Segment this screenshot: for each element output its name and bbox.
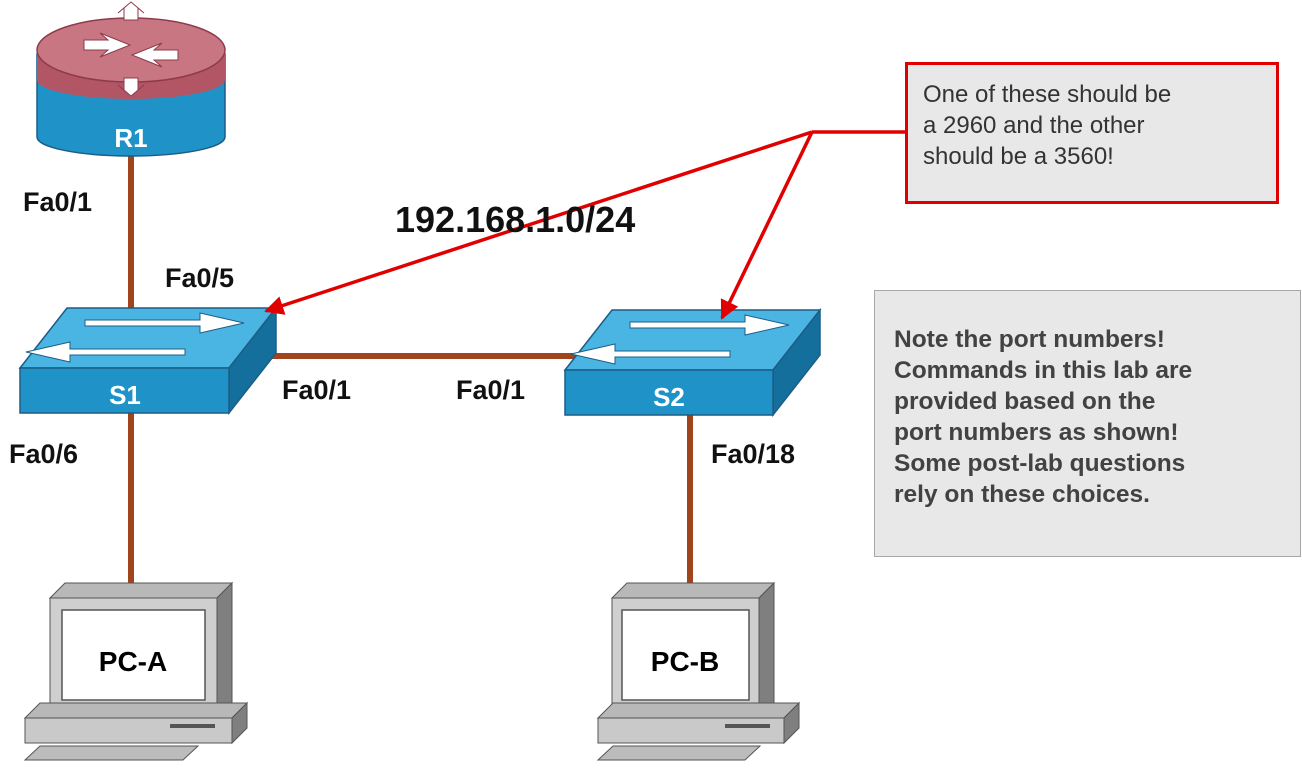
s1-label: S1 — [109, 380, 141, 410]
switch-icon — [563, 307, 822, 418]
callout-note-line: One of these should be — [923, 81, 1172, 108]
callout-note-line: a 2960 and the other — [923, 112, 1145, 139]
switch-icon — [18, 305, 278, 416]
pc-b-label: PC-B — [651, 646, 719, 677]
port-label-s2-fa018: Fa0/18 — [711, 439, 795, 469]
router-icon — [36, 1, 226, 157]
port-label-s1-fa01: Fa0/1 — [282, 375, 351, 405]
s2-label: S2 — [653, 382, 685, 412]
port-labels: Fa0/1 Fa0/5 Fa0/1 Fa0/1 Fa0/6 Fa0/18 — [9, 187, 795, 469]
port-numbers-note: Note the port numbers! Commands in this … — [874, 290, 1301, 557]
port-note-line: rely on these choices. — [894, 481, 1150, 508]
port-label-r1-fa01: Fa0/1 — [23, 187, 92, 217]
callout-arrow-to-s1 — [264, 130, 813, 315]
pc-a[interactable]: PC-A — [23, 581, 249, 761]
r1-label: R1 — [114, 123, 147, 153]
callout-arrow-to-s2 — [720, 131, 814, 320]
port-note-line: Commands in this lab are — [894, 357, 1193, 384]
callout-note-line: should be a 3560! — [923, 143, 1114, 170]
router-r1[interactable]: R1 — [36, 1, 226, 157]
port-note-line: port numbers as shown! — [894, 419, 1179, 446]
port-label-s1-fa06: Fa0/6 — [9, 439, 78, 469]
port-label-s1-fa05: Fa0/5 — [165, 263, 234, 293]
callout-note: One of these should be a 2960 and the ot… — [905, 62, 1279, 204]
network-address-label: 192.168.1.0/24 — [395, 199, 635, 240]
port-note-line: Note the port numbers! — [894, 326, 1165, 353]
pc-a-label: PC-A — [99, 646, 167, 677]
pc-b[interactable]: PC-B — [596, 581, 801, 761]
port-note-line: Some post-lab questions — [894, 450, 1186, 477]
switch-s2[interactable]: S2 — [563, 307, 822, 418]
network-links — [128, 150, 693, 605]
port-note-line: provided based on the — [894, 388, 1156, 415]
pc-icon — [596, 581, 801, 761]
pc-icon — [23, 581, 249, 761]
port-label-s2-fa01: Fa0/1 — [456, 375, 525, 405]
callout-arrows — [264, 130, 905, 320]
switch-s1[interactable]: S1 — [18, 305, 278, 416]
